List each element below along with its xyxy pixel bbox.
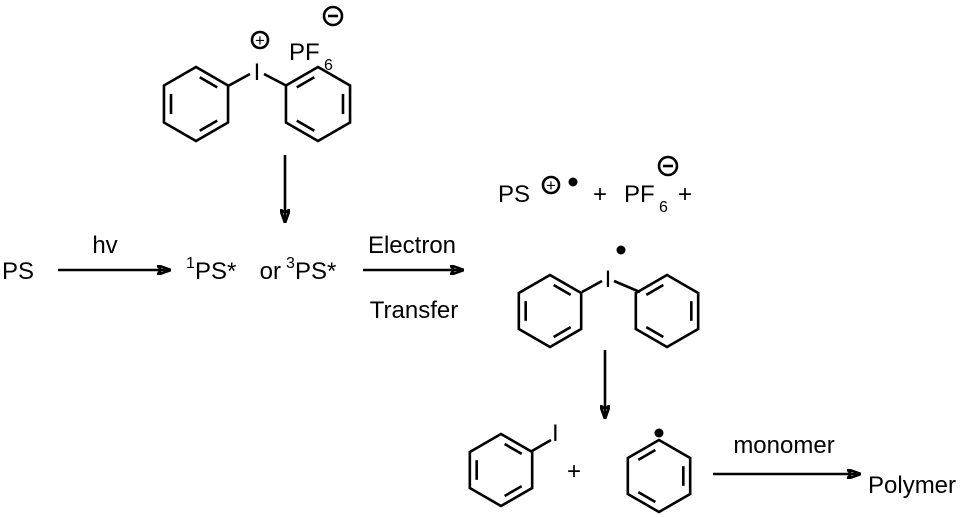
ring-outline [468,432,534,508]
svg-text:3: 3 [286,255,295,272]
double-bond [552,326,572,339]
diphenyliodanyl-radical: I [517,245,700,349]
excited-state-label: 1 PS* or 3 PS* [186,255,336,285]
svg-text:PF: PF [624,181,655,208]
svg-text:PS: PS [498,181,530,208]
double-bond [199,119,218,132]
double-bond [503,442,523,455]
double-bond [296,76,315,89]
plus-sign: + [567,458,581,485]
counterion-label: PF [289,39,320,66]
double-bond [552,283,572,296]
iodobenzene: I [468,420,559,508]
svg-text:+: + [593,181,607,208]
radical-dot-icon [654,428,664,438]
benzene-ring [517,273,583,349]
ring-outline [634,273,700,349]
negative-charge-icon [657,155,679,177]
double-bond [199,76,218,89]
benzene-ring [162,65,230,143]
monomer-label: monomer [733,432,834,459]
polymer-label: Polymer [868,472,956,499]
ring-outline [162,65,230,143]
svg-text:1: 1 [186,255,195,272]
svg-text:6: 6 [659,199,668,216]
svg-text:or: or [253,258,288,285]
svg-text:+: + [546,176,556,195]
svg-text:+: + [678,181,692,208]
radical-cation-icon: + [541,175,578,195]
benzene-ring [468,432,534,508]
phenyl-radical [626,428,692,514]
diphenyliodonium-hexafluorophosphate: I + PF 6 [162,5,352,143]
double-bond [645,326,665,339]
iodine-atom: I [254,59,261,86]
double-bond [503,485,523,498]
double-bond [645,283,665,296]
products-line: PS + + PF 6 + [498,155,692,216]
light-condition: hv [92,232,117,259]
negative-charge-icon [322,5,344,27]
c-i-bond [227,72,251,88]
positive-charge-icon: + [250,30,270,50]
photosensitizer-label: PS [2,258,34,285]
svg-text:I: I [552,420,559,447]
svg-text:I: I [605,266,612,293]
benzene-ring [626,438,692,514]
double-bond [296,119,315,132]
double-bond [637,448,657,461]
counterion-subscript: 6 [324,57,333,74]
electron-transfer-label-bottom: Transfer [370,297,458,324]
electron-transfer-label-top: Electron [368,232,456,259]
svg-text:PS*: PS* [195,258,236,285]
radical-dot-icon [616,245,626,255]
benzene-ring [634,273,700,349]
svg-text:PS*: PS* [295,258,336,285]
ring-outline [284,65,352,143]
svg-text:+: + [255,31,265,50]
ring-outline [517,273,583,349]
c-i-bond [263,72,288,88]
double-bond [637,491,657,504]
ring-outline [626,438,692,514]
benzene-ring [284,65,352,143]
